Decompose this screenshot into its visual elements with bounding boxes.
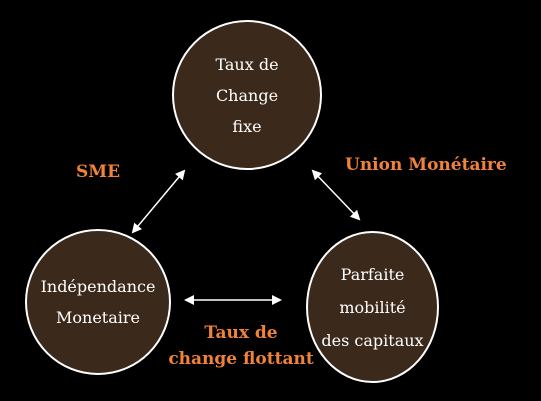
- node-label-line: fixe: [232, 116, 262, 136]
- node-label-line: Change: [215, 85, 279, 105]
- edge-label-line: SME: [76, 162, 121, 182]
- edge-label-line: Taux de: [204, 323, 278, 343]
- edge-label-union-monetaire: Union Monétaire: [345, 152, 507, 178]
- edge-label-line: Union Monétaire: [345, 155, 507, 175]
- edge-label-line: change flottant: [168, 349, 314, 369]
- node-label-line: Parfaite: [340, 264, 405, 284]
- node-parfaite-mobilite-des-capitaux: Parfaite mobilité des capitaux: [306, 231, 439, 383]
- node-label-line: mobilité: [339, 297, 406, 317]
- edge-label-taux-de-change-flottant: Taux de change flottant: [159, 320, 323, 372]
- node-label-line: Taux de: [215, 54, 279, 74]
- arrow-fixe-mobilite: [311, 169, 361, 221]
- edge-label-sme: SME: [76, 159, 120, 185]
- node-independance-monetaire: Indépendance Monetaire: [25, 229, 171, 375]
- node-label-line: Indépendance: [40, 277, 156, 296]
- node-label-line: Monetaire: [56, 308, 140, 327]
- node-taux-de-change-fixe: Taux de Change fixe: [172, 20, 322, 170]
- arrow-fixe-independance: [131, 169, 186, 234]
- node-label-line: des capitaux: [321, 330, 424, 350]
